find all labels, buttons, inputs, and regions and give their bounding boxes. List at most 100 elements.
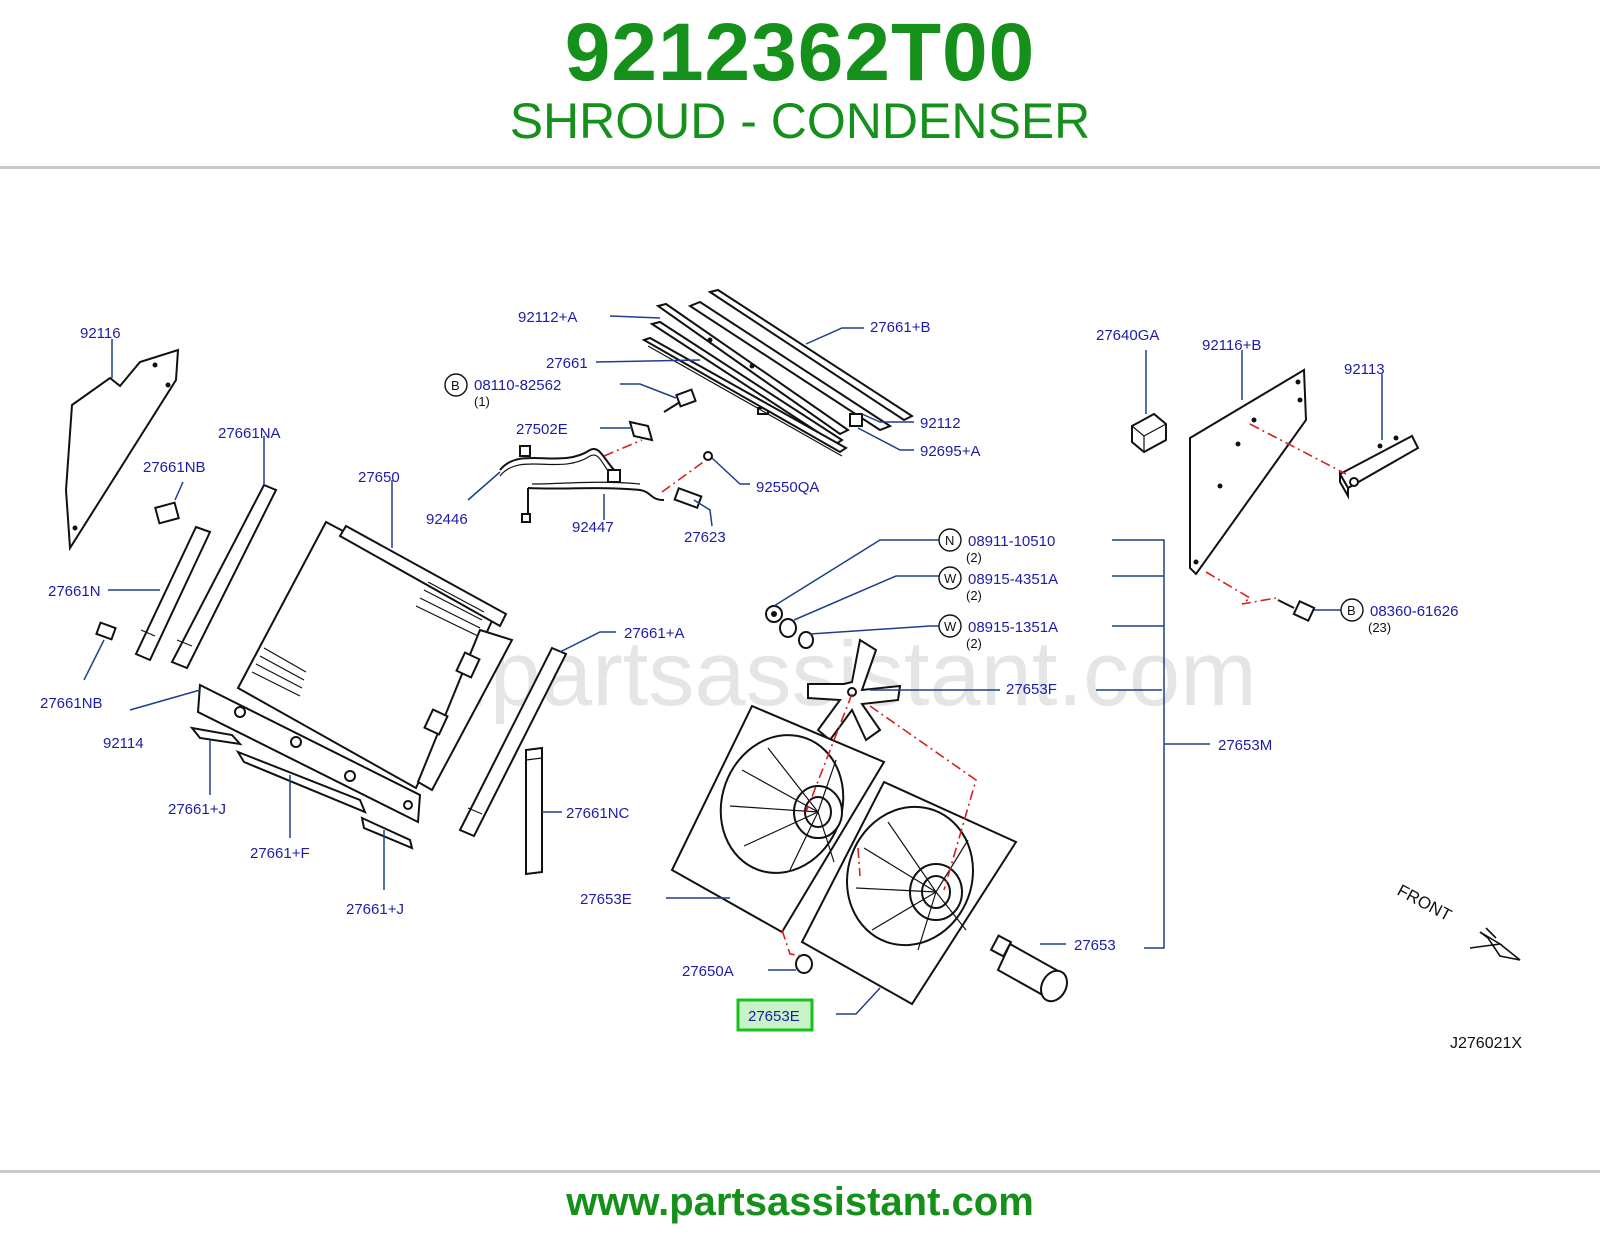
- label-27661B: 27661+B: [870, 319, 930, 336]
- badge-08915-4351A: [938, 566, 962, 590]
- leader-92446: [467, 471, 501, 501]
- label-08110-82562: 08110-82562: [474, 377, 561, 394]
- part-name-subtitle: SHROUD - CONDENSER: [509, 93, 1091, 149]
- qty-08911: (2): [966, 550, 982, 565]
- leader-92112A: [609, 315, 661, 319]
- part-92116-bracket: [64, 348, 180, 552]
- part-92112A-seal-strip: [649, 302, 850, 446]
- leader-08110: [620, 383, 677, 399]
- label-92112A: 92112+A: [518, 309, 577, 326]
- leader-08915-1351A: [809, 625, 940, 635]
- assembly-line-shroud: [857, 847, 861, 877]
- qty-08915-4351A: (2): [966, 588, 982, 603]
- badge-08915-1351A: [938, 614, 962, 638]
- badge-08915-1351A-letter: W: [944, 619, 957, 634]
- label-92113: 92113: [1344, 361, 1385, 378]
- part-27661NB-pad-lower: [95, 621, 117, 641]
- part-27653E-fan-shroud-left: [670, 704, 886, 934]
- badge-08360: [1340, 598, 1364, 622]
- label-92550QA: 92550QA: [756, 479, 819, 496]
- part-27650A-grommet: [795, 954, 813, 974]
- part-27640GA-block: [1131, 412, 1167, 454]
- part-08110-82562-bolt: [663, 388, 697, 413]
- label-27661NB-lower: 27661NB: [40, 695, 103, 712]
- part-92116B-bracket: [1189, 368, 1308, 576]
- leader-92114: [129, 689, 201, 711]
- part-27661NC-post: [525, 746, 543, 876]
- part-08360-61626-bolt: [1277, 599, 1316, 623]
- part-08915-4351A-washer: [779, 618, 797, 638]
- part-92447-pipe: [521, 481, 665, 523]
- part-92112-clip: [849, 413, 863, 427]
- qty-08360: (23): [1368, 620, 1391, 635]
- assembly-line-27502E: [603, 439, 643, 457]
- label-08911-10510: 08911-10510: [968, 533, 1055, 550]
- badge-08915-4351A-letter: W: [944, 571, 957, 586]
- part-27661N-strip: [134, 525, 212, 662]
- leader-27661A: [559, 631, 616, 653]
- front-label: FRONT: [1394, 881, 1455, 925]
- assembly-line-27650A: [781, 929, 805, 957]
- leader-92550QA: [711, 457, 750, 485]
- part-92113-bracket: [1338, 434, 1420, 500]
- part-92550QA-o-ring: [703, 451, 713, 461]
- part-27653E-fan-shroud-right: [800, 780, 1018, 1006]
- badge-08360-letter: B: [1347, 603, 1356, 618]
- label-27661A: 27661+A: [624, 625, 684, 642]
- assembly-line-08360: [1205, 571, 1277, 605]
- diagram-reference-code: J276021X: [1450, 1035, 1522, 1052]
- qty-08915-1351A: (2): [966, 636, 982, 651]
- label-27640GA: 27640GA: [1096, 327, 1159, 344]
- leader-08915-4351A: [793, 575, 940, 621]
- label-92116B: 92116+B: [1202, 337, 1261, 354]
- label-92116: 92116: [80, 325, 121, 342]
- badge-08110: [444, 373, 468, 397]
- part-27661B-upper-seal: [687, 288, 915, 432]
- label-08915-4351A: 08915-4351A: [968, 571, 1058, 588]
- label-27623: 27623: [684, 529, 726, 546]
- label-08915-1351A: 08915-1351A: [968, 619, 1058, 636]
- label-27650: 27650: [358, 469, 400, 486]
- part-27661NB-pad-upper: [154, 501, 180, 525]
- leader-27661NB-upper: [174, 481, 184, 501]
- bracket-27653M: [1112, 539, 1210, 949]
- part-27623-sensor: [673, 486, 703, 510]
- leader-92112: [861, 413, 914, 423]
- assembly-line-27623: [661, 459, 707, 493]
- leader-27653E-highlight: [836, 987, 881, 1015]
- part-08915-1351A-washer: [798, 631, 814, 649]
- label-27653E-highlighted: 27653E: [748, 1008, 800, 1025]
- part-27661J-seal-right: [360, 816, 414, 850]
- label-27502E: 27502E: [516, 421, 568, 438]
- assembly-line-92113: [1249, 423, 1347, 475]
- badge-08911-letter: N: [945, 533, 954, 548]
- part-92446-pipe: [499, 445, 621, 483]
- leader-27661NB-lower: [83, 639, 105, 681]
- assembly-line-fan-left: [805, 693, 853, 813]
- badge-08911: [938, 528, 962, 552]
- part-27653-motor: [989, 934, 1068, 1003]
- label-08360-61626: 08360-61626: [1370, 603, 1458, 620]
- label-27653M: 27653M: [1218, 737, 1272, 754]
- label-27661J-right: 27661+J: [346, 901, 404, 918]
- label-92114: 92114: [103, 735, 144, 752]
- label-27653E-upper: 27653E: [580, 891, 632, 908]
- part-27653F-fan-blade: [807, 638, 902, 742]
- front-arrow-icon: [1469, 927, 1521, 961]
- badge-08110-letter: B: [451, 378, 460, 393]
- label-92695A: 92695+A: [920, 443, 980, 460]
- label-27661F: 27661+F: [250, 845, 310, 862]
- label-92447: 92447: [572, 519, 614, 536]
- assembly-line-fan-right: [869, 705, 977, 891]
- label-92112: 92112: [920, 415, 961, 432]
- part-27661F-seal: [235, 749, 367, 814]
- label-27653: 27653: [1074, 937, 1116, 954]
- qty-08110: (1): [474, 394, 490, 409]
- leader-08911: [773, 539, 940, 607]
- label-92446: 92446: [426, 511, 468, 528]
- label-27661N: 27661N: [48, 583, 101, 600]
- part-27661J-seal-left: [189, 726, 243, 746]
- header-divider: [0, 166, 1600, 169]
- footer-website-link[interactable]: www.partsassistant.com: [566, 1180, 1034, 1224]
- label-27661NC: 27661NC: [566, 805, 630, 822]
